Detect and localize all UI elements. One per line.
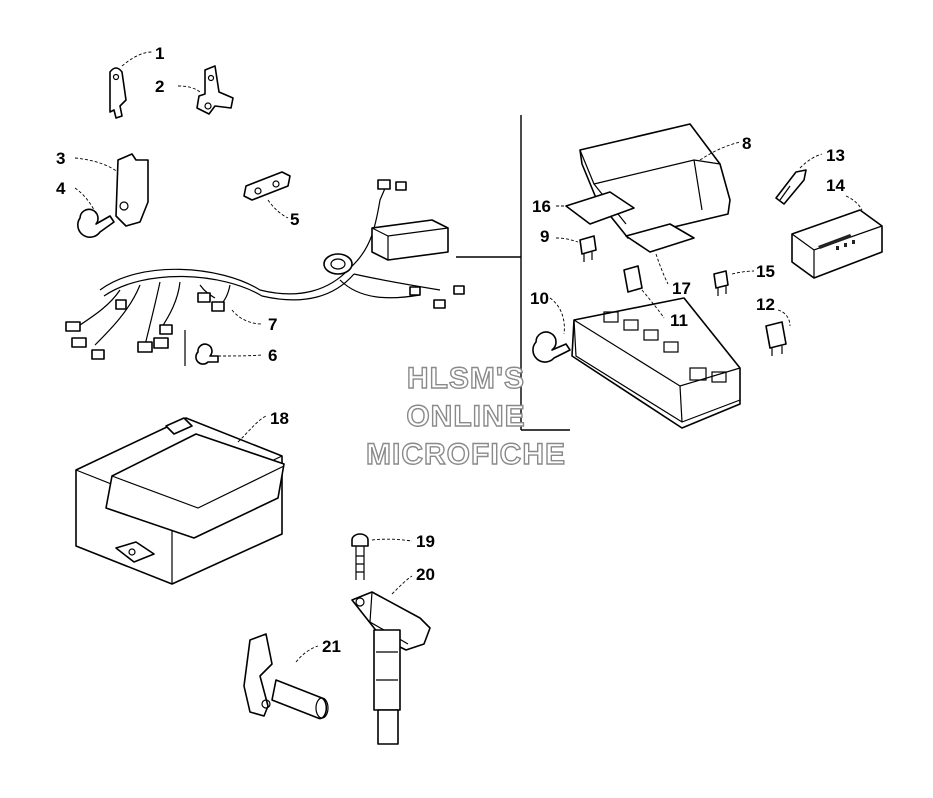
- part-6-bolt: [195, 343, 263, 365]
- part-18-ecu: [75, 415, 285, 585]
- callout-1: 1: [155, 44, 164, 63]
- part-9-fuse: [555, 235, 597, 262]
- watermark-line-1: HLSM'S: [407, 362, 525, 395]
- callout-18: 18: [270, 409, 289, 428]
- callout-5: 5: [290, 210, 299, 229]
- part-4-bolt: [74, 187, 115, 238]
- callout-10: 10: [530, 289, 549, 308]
- part-12-relay: [765, 309, 791, 356]
- part-11-fuse-box: [571, 265, 741, 429]
- callout-6: 6: [268, 346, 277, 365]
- callout-8: 8: [742, 134, 751, 153]
- part-13-fuse-puller: [775, 153, 823, 205]
- part-8-fuse-box-cover: [579, 123, 741, 239]
- callout-14: 14: [826, 176, 845, 195]
- watermark-line-2: ONLINE: [406, 400, 525, 433]
- callout-20: 20: [416, 565, 435, 584]
- callout-9: 9: [540, 227, 549, 246]
- callout-12: 12: [756, 295, 775, 314]
- callout-16: 16: [532, 197, 551, 216]
- part-10-bolt: [532, 297, 571, 363]
- part-19-bolt: [351, 533, 413, 580]
- part-7-wiring-harness: [65, 179, 465, 366]
- part-21-sensor: [243, 633, 329, 720]
- callout-21: 21: [322, 637, 341, 656]
- callout-11: 11: [670, 311, 688, 330]
- callout-4: 4: [56, 179, 66, 198]
- callout-13: 13: [826, 146, 845, 165]
- callout-3: 3: [56, 149, 65, 168]
- part-1-bracket: [109, 51, 153, 119]
- part-16-label-sheet: [556, 191, 635, 225]
- part-2-bracket: [177, 65, 234, 115]
- part-14-fuse-chart: [791, 195, 883, 279]
- part-5-plate: [243, 171, 291, 219]
- callout-15: 15: [756, 262, 775, 281]
- callout-19: 19: [416, 532, 435, 551]
- watermark-line-3: MICROFICHE: [366, 438, 566, 471]
- part-3-bracket: [74, 153, 149, 227]
- callout-17: 17: [672, 279, 691, 298]
- callout-7: 7: [268, 315, 277, 334]
- part-20-ignition-coil: [351, 575, 431, 745]
- part-15-fuse: [713, 270, 755, 296]
- part-17-label-sheet: [625, 223, 695, 285]
- callout-2: 2: [155, 77, 164, 96]
